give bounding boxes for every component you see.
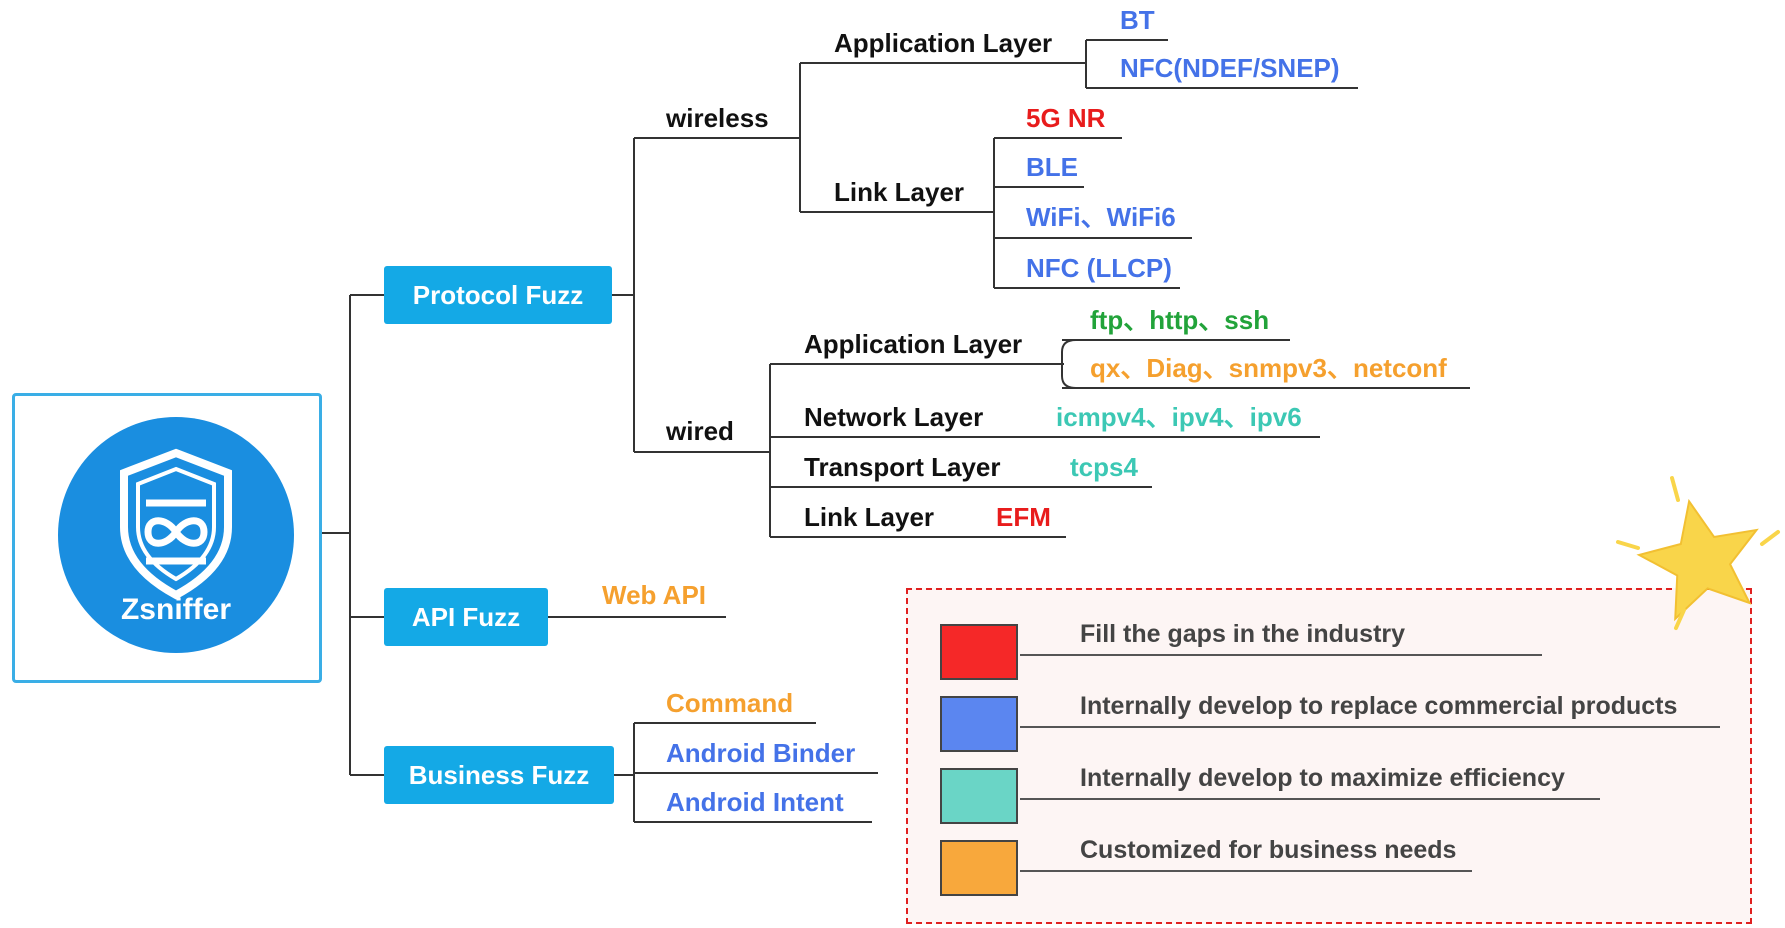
legend-underline-2 [1020, 726, 1720, 728]
network-layer-label: Network Layer [804, 402, 984, 432]
legend-box: Fill the gaps in the industry Internally… [906, 588, 1752, 924]
wired-link-layer-label: Link Layer [804, 502, 935, 532]
tcps4-item: tcps4 [1070, 452, 1138, 482]
web-api-item: Web API [602, 580, 707, 610]
shield-icon [120, 448, 232, 600]
star-icon [1616, 476, 1780, 630]
logo-text: Zsniffer [120, 593, 231, 626]
legend-text-3: Internally develop to maximize efficienc… [1080, 764, 1565, 792]
nfc-llcp-item: NFC (LLCP) [1026, 253, 1172, 283]
bt-item: BT [1120, 5, 1155, 35]
api-fuzz-node: API Fuzz [384, 588, 548, 646]
legend-text-2: Internally develop to replace commercial… [1080, 692, 1678, 720]
protocol-fuzz-node: Protocol Fuzz [384, 266, 612, 324]
legend-swatch-orange [940, 840, 1018, 896]
wifi-item: WiFi、WiFi6 [1026, 202, 1176, 232]
wired-label: wired [666, 416, 734, 446]
legend-underline-1 [1020, 654, 1542, 656]
legend-text-4: Customized for business needs [1080, 836, 1457, 864]
legend-swatch-teal [940, 768, 1018, 824]
logo-circle: Zsniffer [58, 417, 294, 653]
wireless-link-layer-label: Link Layer [834, 177, 965, 207]
efm-item: EFM [996, 502, 1051, 532]
android-binder-item: Android Binder [666, 738, 856, 768]
legend-text-1: Fill the gaps in the industry [1080, 620, 1406, 648]
wired-application-layer-label: Application Layer [804, 329, 1023, 359]
legend-underline-3 [1020, 798, 1600, 800]
qx-diag-item: qx、Diag、snmpv3、netconf [1090, 353, 1447, 383]
business-fuzz-node: Business Fuzz [384, 746, 614, 804]
transport-layer-label: Transport Layer [804, 452, 1001, 482]
legend-underline-4 [1020, 870, 1472, 872]
ftp-http-ssh-item: ftp、http、ssh [1090, 305, 1270, 335]
command-item: Command [666, 688, 794, 718]
logo-box: Zsniffer [12, 393, 322, 683]
nfc-ndef-item: NFC(NDEF/SNEP) [1120, 53, 1340, 83]
wireless-application-layer-label: Application Layer [834, 28, 1053, 58]
android-intent-item: Android Intent [666, 787, 844, 817]
legend-swatch-red [940, 624, 1018, 680]
legend-swatch-blue [940, 696, 1018, 752]
5g-nr-item: 5G NR [1026, 103, 1106, 133]
ble-item: BLE [1026, 152, 1078, 182]
wireless-label: wireless [666, 103, 769, 133]
icmp-ip-item: icmpv4、ipv4、ipv6 [1056, 402, 1302, 432]
